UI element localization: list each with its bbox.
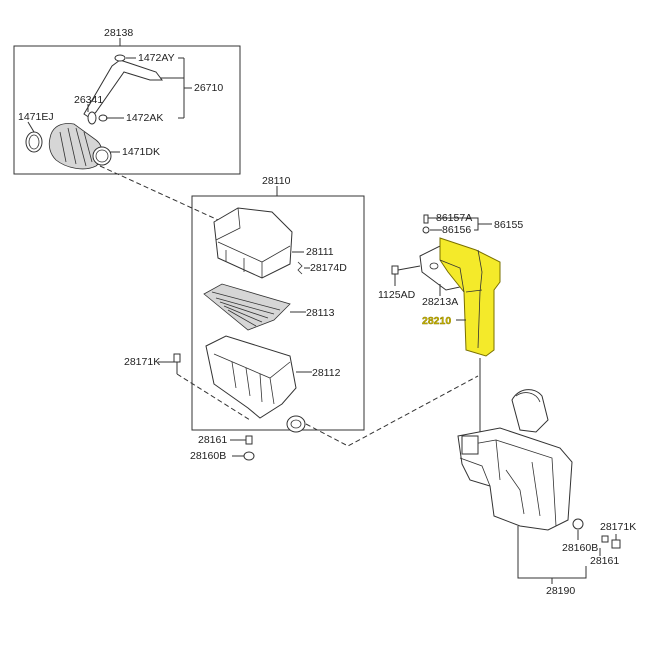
air-duct-group: 86157A 86155 86156 28213A 1125AD 28210	[378, 212, 523, 436]
label-1472AK: 1472AK	[126, 112, 163, 124]
case-outlet[interactable]	[286, 415, 306, 433]
label-86157A: 86157A	[436, 212, 472, 224]
air-cleaner-box	[191, 195, 365, 431]
leader-1471EJ	[27, 121, 35, 133]
clamp-1471EJ-inner	[28, 134, 40, 150]
intake-hose[interactable]	[48, 123, 103, 170]
clamp-1471DK-inner	[95, 149, 109, 163]
connection-cleaner-to-duct	[305, 375, 479, 447]
label-1472AY: 1472AY	[138, 52, 175, 64]
case-outlet-inner	[290, 419, 302, 429]
air-duct-28210[interactable]	[439, 237, 501, 357]
label-86155: 86155	[494, 219, 523, 231]
label-28138: 28138	[104, 27, 133, 39]
resonator-group: 28171K 28160B 28161 28190	[457, 389, 636, 597]
label-26710: 26710	[194, 82, 223, 94]
label-28190: 28190	[546, 585, 575, 597]
top-group-box	[13, 45, 241, 175]
label-1471EJ: 1471EJ	[18, 111, 54, 123]
label-28110: 28110	[262, 175, 291, 187]
label-28112: 28112	[312, 367, 341, 379]
label-28161-right: 28161	[590, 555, 619, 567]
label-28213A: 28213A	[422, 296, 458, 308]
leader-26710	[160, 58, 192, 119]
cover-edges	[215, 207, 291, 278]
hose-connector-26341[interactable]	[87, 111, 97, 125]
bolt-1125AD-shaft	[397, 265, 421, 271]
label-28160B-left: 28160B	[190, 450, 226, 462]
bolt-86157A[interactable]	[423, 214, 429, 224]
insulator-28160B-right[interactable]	[572, 518, 584, 530]
label-28111: 28111	[306, 246, 334, 258]
label-86156: 86156	[442, 224, 471, 236]
air-cleaner-cover[interactable]	[213, 207, 293, 279]
duct-edges	[439, 249, 483, 349]
label-28210: 28210	[422, 315, 451, 327]
collar-28161-right[interactable]	[601, 535, 609, 543]
connection-hose-to-cleaner	[99, 165, 241, 231]
bolt-28171K-right[interactable]	[611, 539, 621, 549]
breather-hose[interactable]	[83, 59, 163, 119]
label-28171K-right: 28171K	[600, 521, 636, 533]
resonator-port[interactable]	[461, 435, 479, 455]
filter-element[interactable]	[203, 283, 291, 331]
bolt-1125AD[interactable]	[391, 265, 399, 275]
top-group: 28138 1472AY 26710 26341 1471EJ 1472AK 1…	[13, 27, 241, 175]
hose-clamp-1472AK[interactable]	[98, 114, 108, 122]
connection-bolt	[176, 373, 251, 421]
case-ribs	[213, 353, 291, 405]
clip-28174D[interactable]	[297, 261, 303, 275]
label-28171K-left: 28171K	[124, 356, 160, 368]
hose-clamp-1472AY[interactable]	[114, 54, 126, 62]
leader-28190	[517, 526, 587, 584]
label-26341: 26341	[74, 94, 103, 106]
filter-pleats	[211, 291, 281, 327]
resonator-body[interactable]	[457, 427, 573, 531]
label-28160B-right: 28160B	[562, 542, 598, 554]
label-28161-left: 28161	[198, 434, 227, 446]
insulator-28160B-left[interactable]	[243, 451, 255, 461]
collar-28161-left[interactable]	[245, 435, 253, 445]
label-28113: 28113	[306, 307, 335, 319]
air-cleaner-group: 28110 28111 28174D 28113 28112 28171K 28…	[124, 175, 365, 462]
leader-86155	[474, 217, 492, 231]
label-1471DK: 1471DK	[122, 146, 160, 158]
label-28174D: 28174D	[310, 262, 347, 274]
air-cleaner-lower-case[interactable]	[205, 335, 297, 419]
label-1125AD: 1125AD	[378, 289, 416, 301]
resonator-inlet-pipe[interactable]	[511, 389, 549, 433]
resonator-edges	[459, 439, 557, 527]
clip-86156[interactable]	[422, 226, 430, 234]
bracket-hole-1	[429, 262, 439, 270]
bolt-28171K-left[interactable]	[173, 353, 181, 363]
hose-ribs	[59, 127, 93, 167]
pipe-rim	[515, 392, 541, 403]
